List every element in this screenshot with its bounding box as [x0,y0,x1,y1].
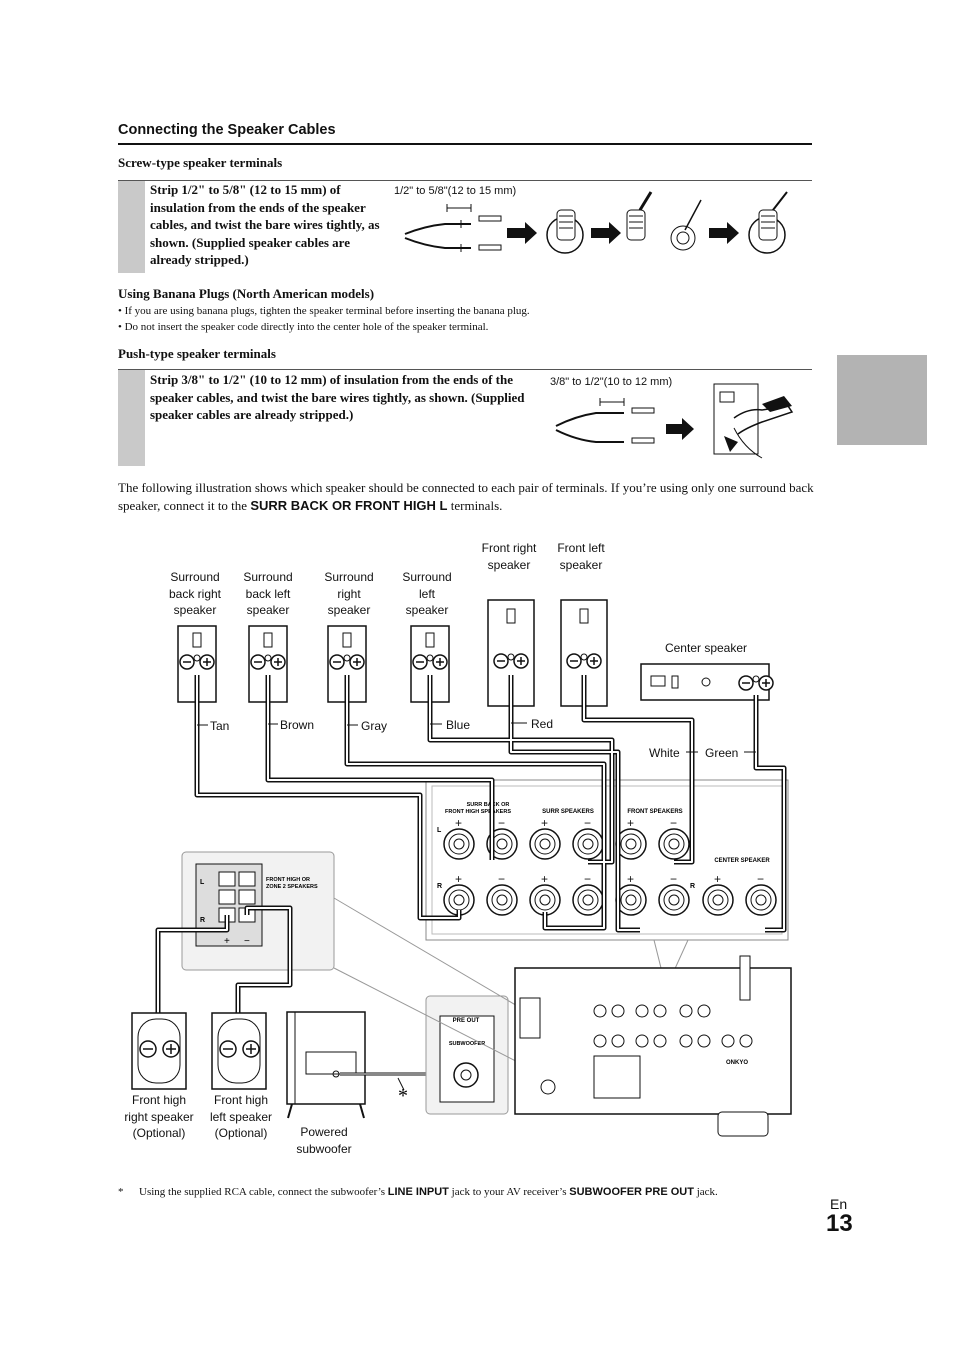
footnote: * Using the supplied RCA cable, connect … [118,1186,818,1198]
intro-text-before: The following illustration shows which s… [118,480,814,513]
screw-terminal-illustration [404,191,788,254]
terminal-label-center: CENTER SPEAKER [714,858,770,864]
push-measure-label: 3/8" to 1/2"(10 to 12 mm) [550,376,673,388]
label-front-left: Front left speaker [557,541,605,572]
cable-brown: Brown [280,718,315,732]
label-surround-back-left: Surround back left speaker [243,570,293,617]
svg-text:+: + [455,872,462,886]
push-step-bar [118,370,145,466]
label-surround-left: Surround left speaker [402,570,452,617]
screw-heading: Screw-type speaker terminals [118,155,283,170]
svg-text:−: − [244,936,250,947]
svg-text:+: + [541,816,548,830]
label-center-speaker: Center speaker [664,641,748,655]
push-rule [118,369,812,370]
footnote-text-2: jack to your AV receiver’s [448,1186,570,1198]
footnote-text-3: jack. [693,1186,718,1198]
terminal-label-surr-back: SURR BACK OR [467,802,510,808]
svg-text:−: − [498,816,505,830]
svg-text:−: − [584,872,591,886]
svg-text:−: − [584,816,591,830]
cable-blue: Blue [446,718,471,732]
intro-text-after: terminals. [447,497,503,513]
push-terminal-illustration [555,383,794,459]
screw-step-bar [118,181,145,273]
label-front-high-left: Front high left speaker (Optional) [209,1093,273,1140]
screw-rule [118,180,812,181]
banana-heading: Using Banana Plugs (North American model… [118,286,375,301]
cable-tan: Tan [210,719,230,733]
screw-step-text: Strip 1/2" to 5/8" (12 to 15 mm) of insu… [150,182,380,267]
svg-text:+: + [627,816,634,830]
section-divider [118,143,812,145]
terminal-label-pre-out: PRE OUT [453,1018,480,1024]
svg-text:+: + [455,816,462,830]
svg-text:FRONT HIGH SPEAKERS: FRONT HIGH SPEAKERS [445,809,511,815]
footnote-emph-2: SUBWOOFER PRE OUT [569,1186,694,1198]
cable-red: Red [531,717,554,731]
terminal-label-surr: SURR SPEAKERS [542,809,594,815]
cable-green: Green [705,746,739,760]
svg-text:+: + [224,936,230,947]
page-language: En [830,1196,848,1212]
label-front-right: Front right speaker [481,541,537,572]
terminal-label-subwoofer: SUBWOOFER [449,1041,485,1047]
speaker-front-high-right [131,1012,187,1090]
push-step-text: Strip 3/8" to 1/2" (10 to 12 mm) of insu… [150,372,525,422]
svg-text:L: L [437,827,442,834]
svg-text:+: + [627,872,634,886]
svg-text:ZONE 2 SPEAKERS: ZONE 2 SPEAKERS [266,884,318,890]
screw-measure-label: 1/2" to 5/8"(12 to 15 mm) [394,185,517,197]
label-powered-subwoofer: Powered subwoofer [296,1125,352,1156]
svg-text:+: + [541,872,548,886]
speaker-front-high-left [211,1012,267,1090]
svg-text:R: R [200,917,205,924]
label-front-high-right: Front high right speaker (Optional) [124,1093,194,1140]
footnote-mark: * [118,1186,124,1198]
powered-subwoofer [286,1011,366,1119]
banana-bullet-1: • If you are using banana plugs, tighten… [118,305,530,317]
cable-white: White [649,746,680,760]
chapter-tab [837,355,927,445]
receiver-rear-panel: ONKYO [514,955,792,1137]
terminal-label-front-high: FRONT HIGH OR [266,877,310,883]
asterisk-marker: * [398,1085,408,1107]
svg-text:−: − [670,872,677,886]
footnote-emph-1: LINE INPUT [387,1186,449,1198]
svg-text:−: − [757,872,764,886]
svg-text:R: R [437,883,442,890]
speaker-center [640,663,774,701]
label-surround-back-right: Surround back right speaker [168,570,222,617]
footnote-text-1: Using the supplied RCA cable, connect th… [139,1186,388,1198]
label-surround-right: Surround right speaker [324,570,374,617]
svg-text:+: + [714,872,721,886]
cable-gray: Gray [361,719,388,733]
svg-text:ONKYO: ONKYO [726,1060,748,1066]
intro-paragraph: The following illustration shows which s… [118,479,818,514]
page-number: 13 [826,1210,853,1237]
intro-emphasis: SURR BACK OR FRONT HIGH L [250,497,448,513]
svg-text:L: L [200,879,205,886]
svg-text:−: − [498,872,505,886]
banana-bullet-2: • Do not insert the speaker code directl… [118,321,489,333]
svg-text:R: R [690,883,695,890]
terminal-label-front: FRONT SPEAKERS [627,809,682,815]
push-heading: Push-type speaker terminals [118,346,276,361]
svg-text:−: − [670,816,677,830]
section-title: Connecting the Speaker Cables [118,122,336,138]
